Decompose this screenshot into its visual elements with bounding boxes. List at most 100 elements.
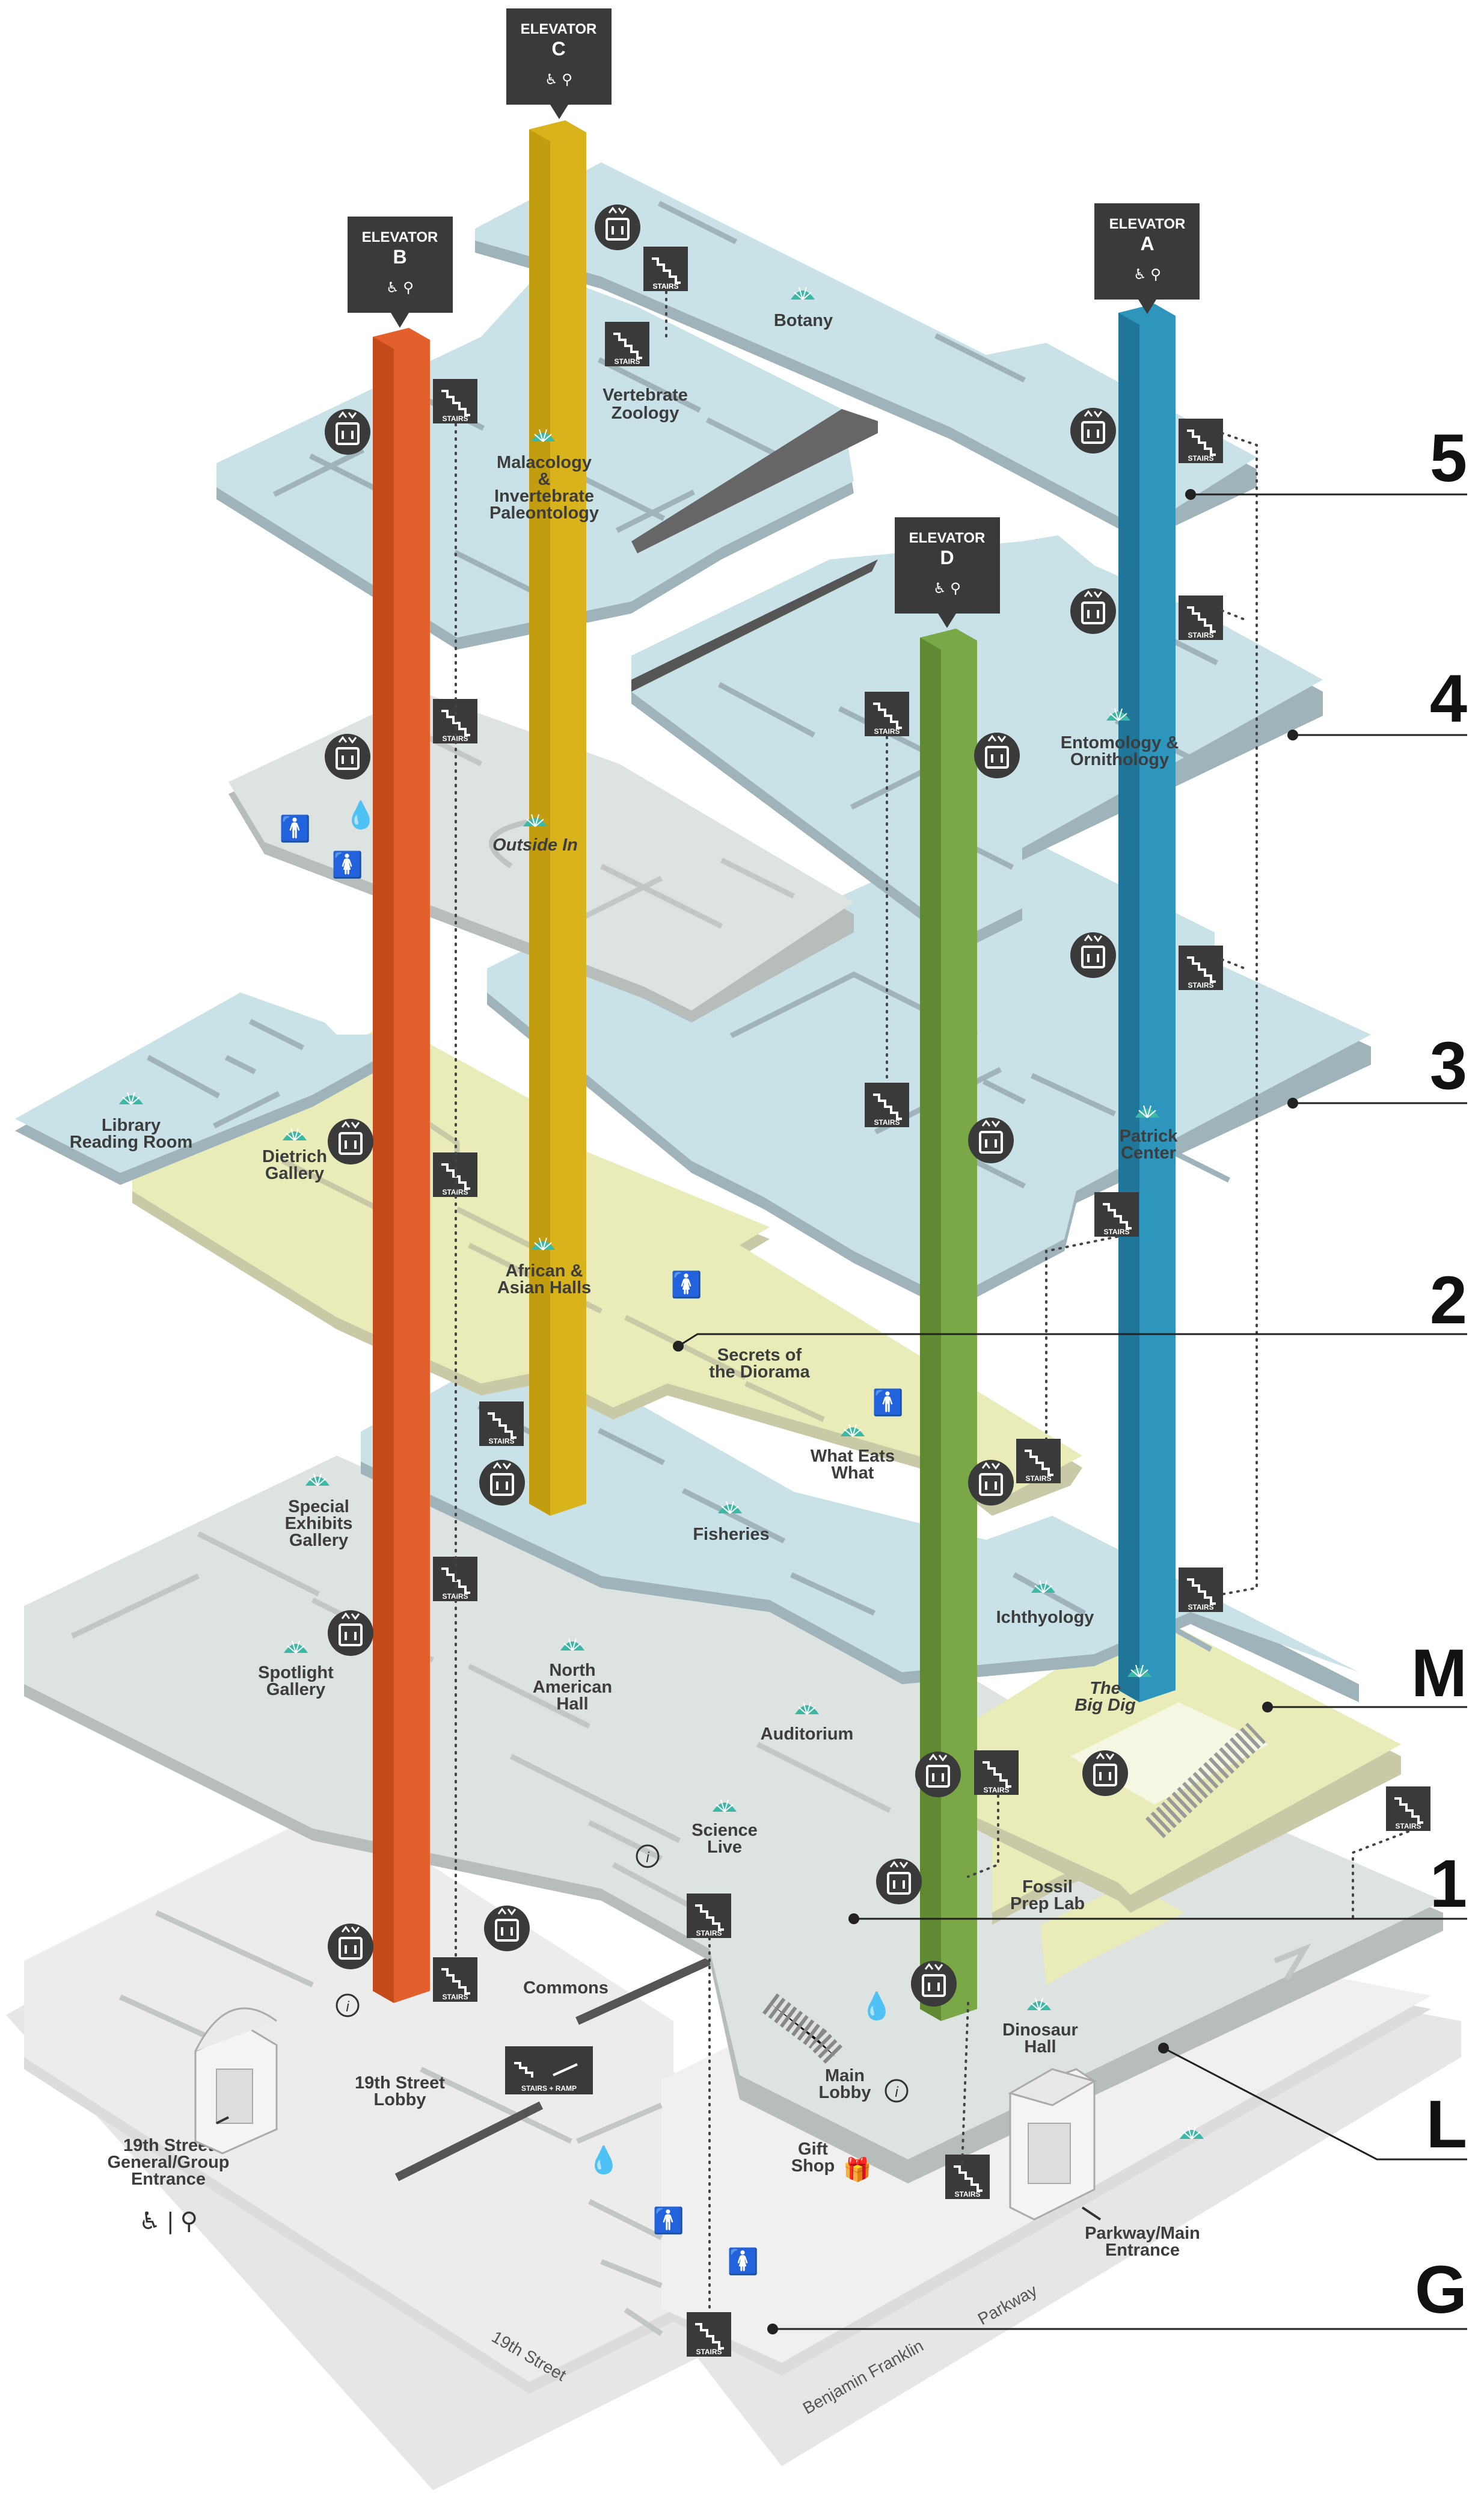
stairs-icon	[1093, 1191, 1140, 1238]
level-indicators: 5 4 3 2 M 1 L G	[673, 420, 1467, 2334]
restroom-women-icon: 🚺	[728, 2247, 759, 2276]
level-label-l: L	[1426, 2087, 1467, 2162]
nineteenth-street-entrance-building	[194, 2007, 278, 2155]
info-icon	[636, 1844, 660, 1868]
label-north-american-2: American	[533, 1678, 612, 1697]
label-auditorium: Auditorium	[761, 1724, 854, 1744]
label-library-2: Reading Room	[70, 1133, 193, 1152]
label-north-american-1: North	[549, 1661, 595, 1680]
elevator-c-label: ELEVATOR	[521, 21, 597, 37]
label-dinosaur-1: Dinosaur	[1002, 2020, 1078, 2040]
label-special-3: Gallery	[289, 1531, 348, 1550]
accessibility-icon: ♿ ⚲	[545, 72, 572, 88]
accessibility-icon: ♿ ⚲	[933, 580, 961, 597]
level-label-4: 4	[1430, 661, 1467, 736]
stairs-icon	[432, 378, 479, 425]
label-malacology-1: Malacology	[497, 453, 592, 472]
label-special-1: Special	[288, 1497, 349, 1516]
svg-text:i: i	[346, 1999, 349, 2015]
elevator-d-badge[interactable]: ELEVATOR D ♿ ⚲	[895, 517, 1000, 628]
stairs-icon	[1177, 594, 1224, 641]
elevator-shaft-b	[373, 328, 430, 2003]
stairs-ramp-label: STAIRS + RAMP	[521, 2084, 577, 2093]
elevator-icon	[875, 1857, 923, 1906]
label-patrick-1: Patrick	[1120, 1127, 1179, 1146]
stairs-icon	[863, 691, 910, 737]
label-fossil-prep-1: Fossil	[1022, 1877, 1073, 1897]
label-spotlight-2: Gallery	[266, 1680, 325, 1699]
elevator-icon	[327, 1609, 375, 1657]
label-19th-entrance-3: Entrance	[131, 2170, 206, 2189]
stairs-icon	[973, 1749, 1020, 1796]
label-entomology-2: Ornithology	[1070, 750, 1169, 769]
elevator-b-label: ELEVATOR	[362, 229, 438, 245]
label-what-eats-1: What Eats	[811, 1447, 895, 1466]
level-m-floor	[974, 1612, 1401, 1913]
label-big-dig-1: The	[1090, 1679, 1121, 1698]
elevator-icon	[1081, 1749, 1129, 1797]
stairs-icon	[604, 321, 651, 368]
stairs-ramp-icon: STAIRS + RAMP	[505, 2046, 593, 2094]
label-main-lobby-2: Lobby	[819, 2083, 871, 2102]
accessibility-icon: ♿ ⚲	[1133, 266, 1161, 283]
label-parkway-entrance-2: Entrance	[1105, 2241, 1180, 2260]
elevator-shaft-a	[1118, 304, 1176, 1702]
stairs-icon	[685, 2311, 732, 2358]
label-vertebrate-zoology-2: Zoology	[612, 404, 679, 423]
stairs-icon	[685, 1892, 732, 1939]
elevator-icon	[910, 1960, 958, 2008]
elevator-icon	[967, 1459, 1015, 1507]
stairs-icons: STAIRS	[432, 245, 1432, 2358]
elevator-d-letter: D	[940, 547, 954, 568]
label-entomology-1: Entomology &	[1061, 733, 1179, 752]
elevator-a-label: ELEVATOR	[1109, 216, 1186, 232]
label-secrets-1: Secrets of	[717, 1346, 802, 1365]
svg-text:i: i	[646, 1850, 649, 1866]
level-label-2: 2	[1430, 1263, 1467, 1338]
label-fisheries: Fisheries	[693, 1525, 769, 1544]
accessibility-icon: ♿ ⚲	[386, 280, 414, 296]
restroom-women-icon: 🚺	[671, 1270, 702, 1299]
label-secrets-2: the Diorama	[709, 1362, 810, 1382]
elevator-shaft-c	[529, 120, 586, 1516]
elevator-icon	[1069, 587, 1117, 635]
label-spotlight-1: Spotlight	[258, 1663, 334, 1682]
label-gift-shop-2: Shop	[791, 2156, 835, 2176]
elevator-icon	[327, 1922, 375, 1970]
elevator-a-badge[interactable]: ELEVATOR A ♿ ⚲	[1094, 203, 1200, 314]
label-african-1: African &	[506, 1261, 583, 1281]
elevator-icon	[914, 1750, 962, 1798]
elevator-icon	[1069, 931, 1117, 979]
label-big-dig-2: Big Dig	[1075, 1696, 1136, 1715]
restroom-men-icon: 🚹	[872, 1388, 904, 1417]
water-fountain-icon: 💧	[587, 2145, 621, 2175]
label-fossil-prep-2: Prep Lab	[1010, 1894, 1085, 1913]
elevator-icon	[1069, 407, 1117, 455]
level-label-g: G	[1415, 2252, 1467, 2327]
label-dietrich-1: Dietrich	[262, 1147, 327, 1166]
gift-icon: 🎁	[843, 2156, 871, 2183]
room-labels: Botany Vertebrate Zoology Malacology & I…	[70, 311, 1200, 2260]
label-malacology-2: &	[538, 470, 551, 489]
label-main-lobby-1: Main	[825, 2066, 865, 2085]
stairs-icon: STAIRS	[642, 245, 689, 292]
restroom-women-icon: 🚺	[332, 850, 363, 879]
label-commons: Commons	[523, 1978, 609, 1998]
parkway-entrance-building	[1008, 2068, 1097, 2221]
elevator-d-label: ELEVATOR	[909, 530, 986, 546]
label-ichthyology: Ichthyology	[996, 1608, 1094, 1627]
level-label-1: 1	[1430, 1846, 1467, 1921]
elevator-icon	[593, 203, 642, 251]
info-icon	[336, 1993, 360, 2017]
library-wing	[15, 992, 421, 1185]
elevator-b-letter: B	[393, 246, 406, 268]
water-fountain-icon: 💧	[345, 800, 378, 830]
stairs-icon	[944, 2153, 991, 2200]
elevator-b-badge[interactable]: ELEVATOR B ♿ ⚲	[348, 217, 453, 328]
stairs-icon	[1177, 417, 1224, 464]
level-label-m: M	[1411, 1635, 1467, 1711]
stairs-icon	[1015, 1438, 1062, 1484]
label-parkway-entrance-1: Parkway/Main	[1085, 2224, 1200, 2243]
svg-text:STAIRS: STAIRS	[652, 282, 678, 291]
elevator-c-badge[interactable]: ELEVATOR C ♿ ⚲	[506, 8, 612, 119]
